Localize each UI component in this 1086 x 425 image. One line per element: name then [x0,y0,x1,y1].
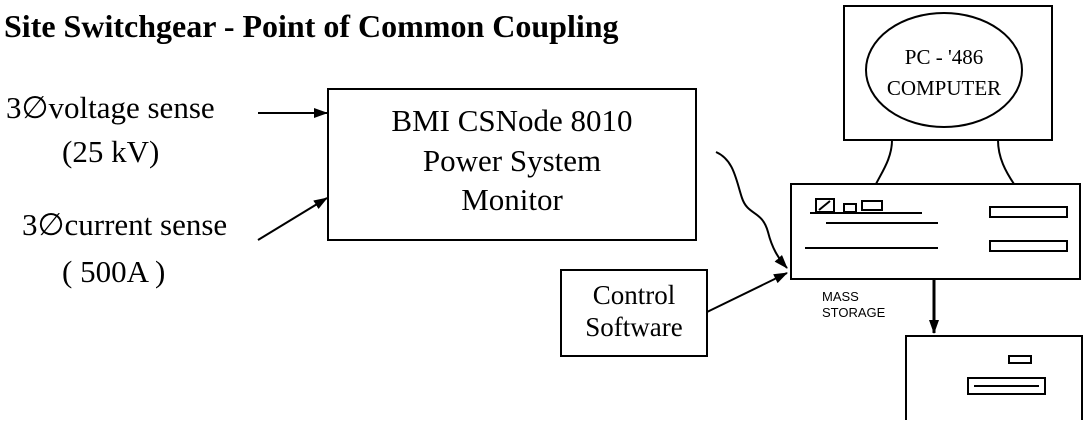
monitor-stand-left [875,139,893,185]
mass-storage-line2: STORAGE [822,305,886,320]
indicator-light-1 [843,203,857,213]
computer-label-line2: COMPUTER [887,76,1001,100]
software-to-computer-arrow [706,272,788,313]
computer-label-line1: PC - '486 [905,45,983,69]
monitor-line2: Power System [423,143,601,178]
control-software-line2: Software [585,312,682,342]
computer-monitor-screen [865,12,1023,128]
monitor-stand-right [997,139,1015,185]
drive-bay-1 [989,206,1068,218]
current-sense-value: ( 500A ) [62,254,165,289]
power-monitor-box [327,88,697,241]
monitor-line3: Monitor [461,182,563,217]
drive-bay-2 [989,240,1068,252]
voltage-sense-value: (25 kV) [62,134,159,169]
diagram-title: Site Switchgear - Point of Common Coupli… [4,8,619,44]
current-arrow [257,197,328,241]
monitor-line1: BMI CSNode 8010 [391,103,632,138]
mass-storage-unit [905,335,1083,425]
control-software-box [560,269,708,357]
power-switch-mark [818,200,831,211]
indicator-light-2 [861,200,883,211]
control-software-line1: Control [593,280,676,310]
mass-storage-line1: MASS [822,289,859,304]
current-sense-label: 3∅current sense [22,207,227,242]
monitor-to-computer-cable [715,151,788,269]
storage-indicator [1008,355,1032,364]
voltage-sense-label: 3∅voltage sense [6,90,215,125]
